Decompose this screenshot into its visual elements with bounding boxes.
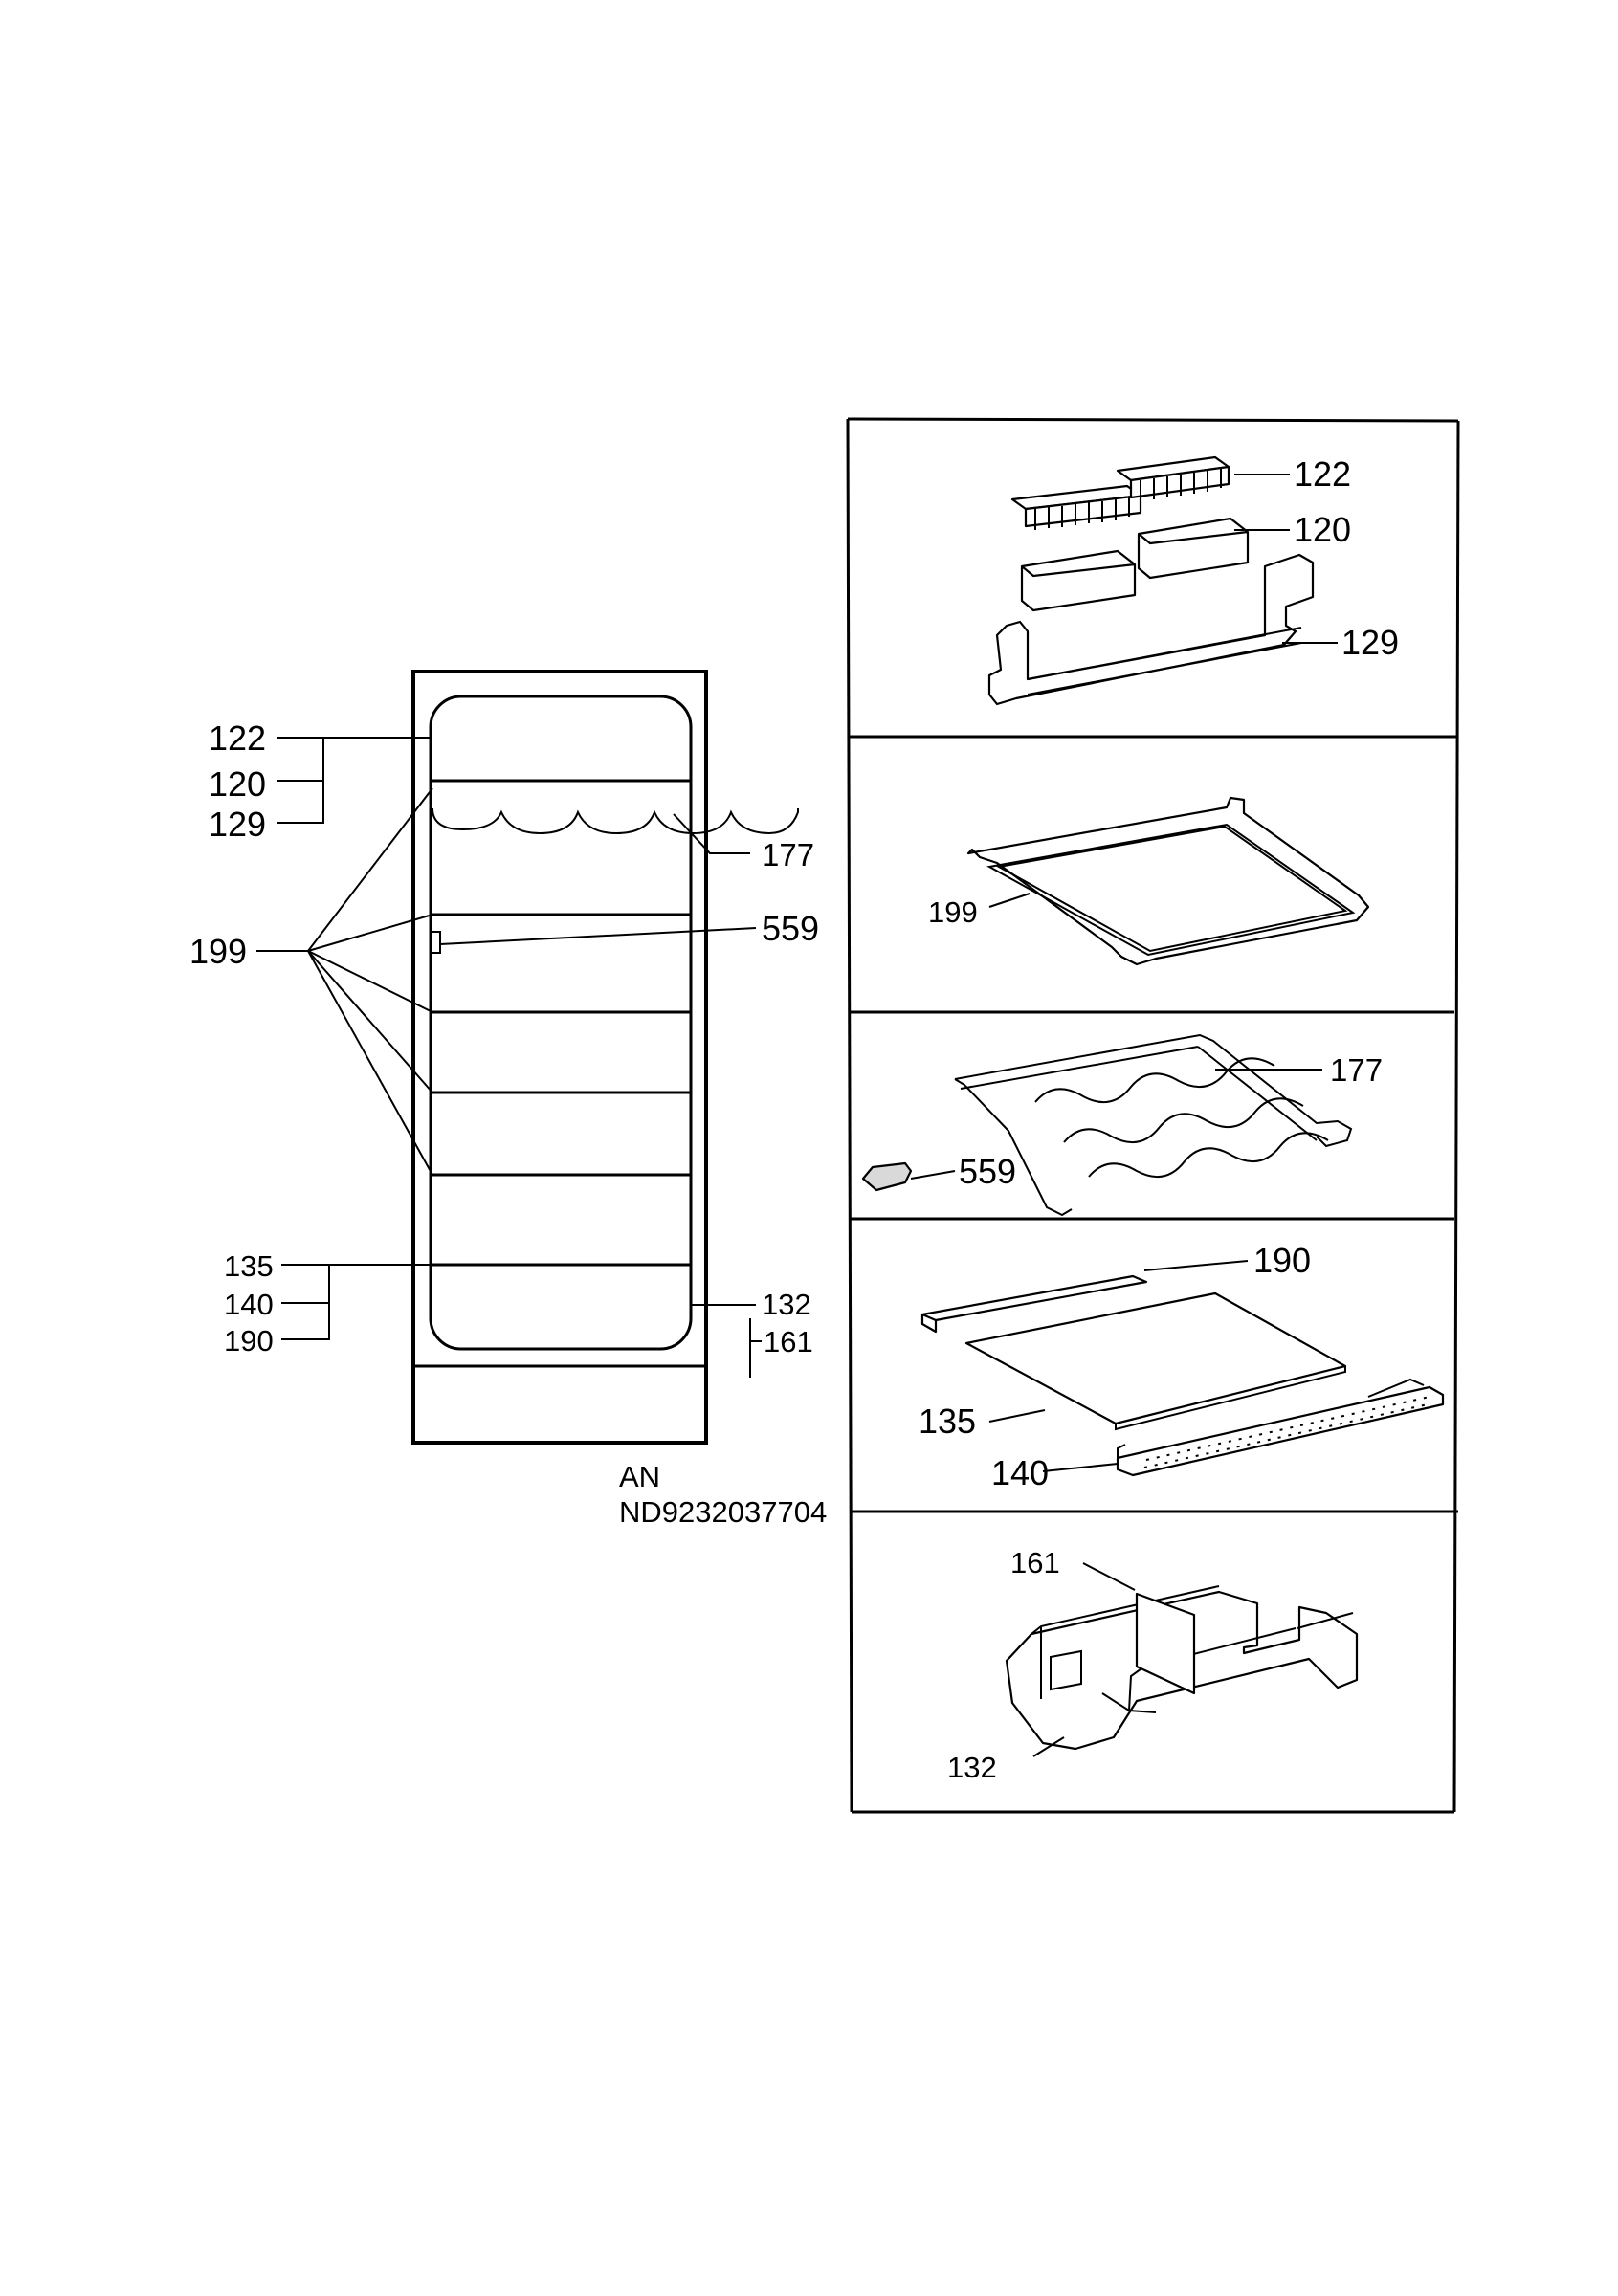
panel-door-bins: 122 120 129 [987,454,1399,706]
wine-rack-wave [432,807,799,835]
part-135-glass [964,1292,1347,1425]
label-129-detail: 129 [1341,623,1399,662]
label-177: 177 [762,837,814,872]
inner-liner [429,695,693,1351]
part-177-rack-wave-1 [1034,1057,1275,1104]
part-177-rack-frame [954,1033,1353,1217]
part-122-comb-right [1116,455,1230,501]
label-135-detail: 135 [919,1402,976,1441]
part-120-bin-left [1020,549,1137,612]
leader-559 [439,927,757,945]
label-161-detail: 161 [1010,1546,1060,1579]
fridge-overview: 122 120 129 199 177 559 135 140 190 132 … [189,670,827,1529]
diagram-code-line2: ND9232037704 [619,1495,827,1529]
diagram-code-line1: AN [619,1460,660,1493]
panel-crisper-drawer: 161 132 [947,1546,1359,1784]
part-190-strip [920,1274,1148,1334]
label-177-detail: 177 [1330,1052,1383,1088]
leader-120-129 [277,738,324,824]
part-161-divider [1135,1592,1196,1695]
label-559: 559 [762,909,819,948]
label-120: 120 [209,764,266,804]
label-120-detail: 120 [1294,510,1351,549]
label-122: 122 [209,718,266,758]
leader-140-190 [281,1265,330,1340]
label-135: 135 [224,1249,274,1283]
part-177-rack-wave-3 [1088,1132,1329,1179]
parts-panels-frame [846,417,1460,1814]
label-132: 132 [762,1288,811,1321]
panel-glass-shelf: 199 [928,796,1370,966]
part-120-bin-right [1137,517,1250,580]
part-559-clip [861,1161,913,1192]
shelf-clip [430,931,441,954]
label-129: 129 [209,805,266,844]
label-199: 199 [189,932,247,971]
panel-bottle-rack: 177 559 [861,1033,1383,1217]
part-177-rack-wave-2 [1063,1097,1304,1144]
label-199-detail: 199 [928,895,978,929]
label-559-detail: 559 [959,1152,1016,1191]
part-122-comb-left [1010,484,1142,530]
label-190: 190 [224,1324,274,1358]
leader-199-fan [307,787,433,1176]
label-161: 161 [764,1325,813,1358]
label-140-detail: 140 [991,1453,1049,1492]
part-140-grille [1116,1385,1445,1477]
part-199-shelf [966,796,1370,966]
leader-177 [673,813,750,854]
label-132-detail: 132 [947,1751,997,1784]
label-122-detail: 122 [1294,454,1351,494]
label-140: 140 [224,1288,274,1321]
panel-crisper-cover: 190 135 140 [919,1241,1445,1492]
cabinet-outline [411,670,708,1445]
label-190-detail: 190 [1253,1241,1311,1280]
